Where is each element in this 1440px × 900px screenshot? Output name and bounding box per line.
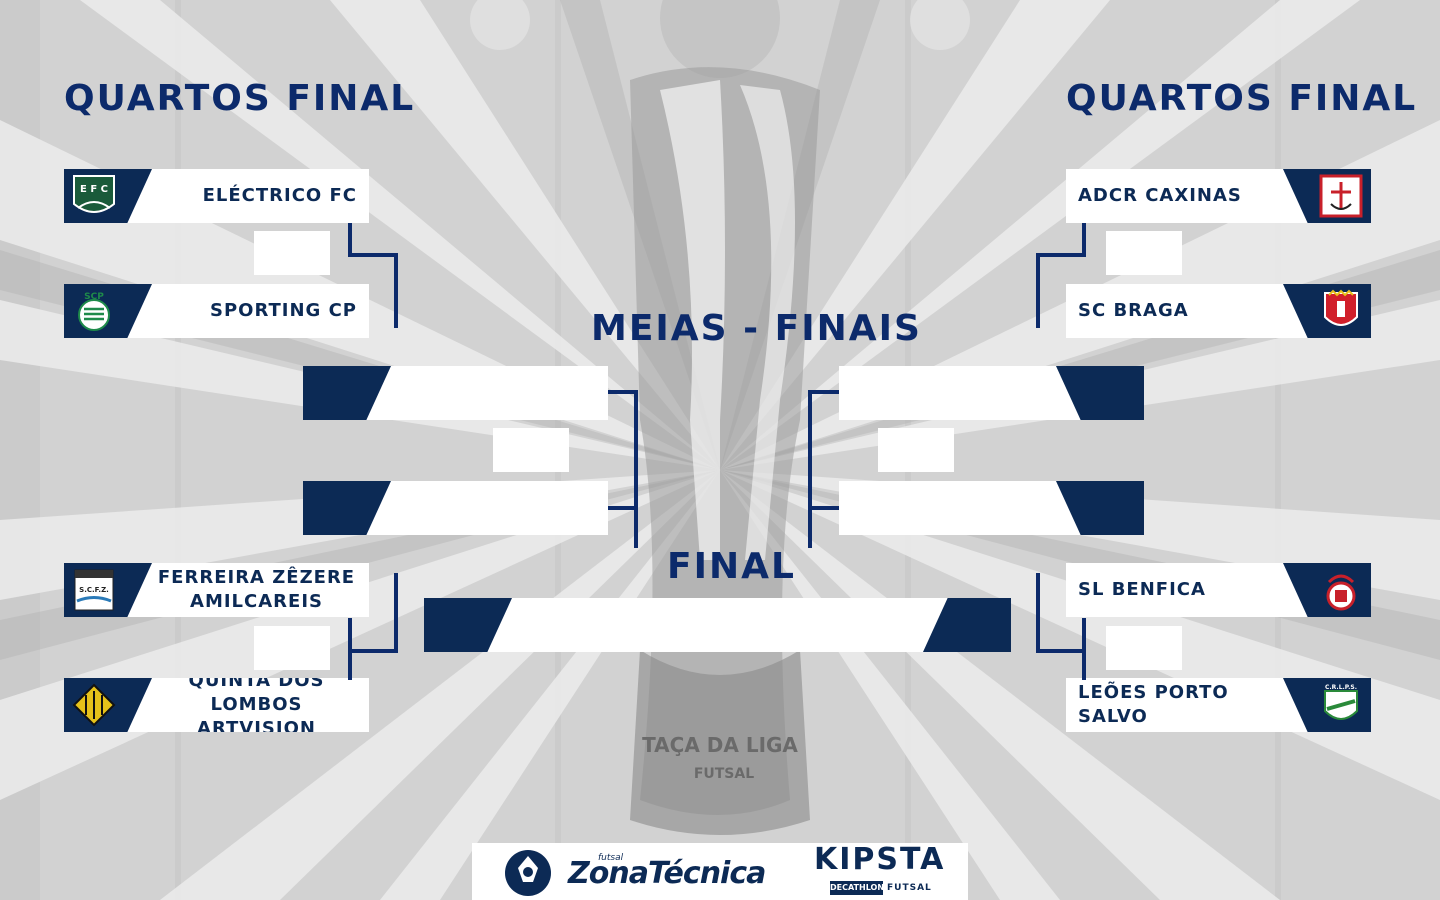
team-name: SL BENFICA [1078,579,1206,600]
semifinal-slot-left-top[interactable] [303,366,608,420]
semifinal-slot-left-bottom[interactable] [303,481,608,535]
heading-semifinals: MEIAS - FINAIS [591,308,922,349]
bracket-connector [348,618,352,680]
team-slot-ferreira-zezere[interactable]: S.C.F.Z. FERREIRA ZÊZERE AMILCAREIS [64,563,369,617]
ferreira-crest-icon: S.C.F.Z. [74,569,114,611]
team-name: FERREIRA ZÊZERE AMILCAREIS [156,563,357,617]
score-box[interactable] [1106,626,1182,670]
score-box[interactable] [1106,231,1182,275]
bracket-connector [1036,253,1040,328]
porto-salvo-crest-icon: C.R.L.P.S. [1324,684,1358,720]
bracket-connector [808,390,839,394]
team-name: SC BRAGA [1078,300,1189,321]
team-name: ADCR CAXINAS [1078,185,1242,206]
team-name: SPORTING CP [210,300,357,321]
bracket-connector [1036,253,1086,257]
bracket-connector [808,390,812,548]
bracket-connector [608,390,638,394]
kipsta-logo: KIPSTA [814,842,946,877]
braga-crest-icon [1324,289,1358,326]
team-slot-sporting-cp[interactable]: SCP SPORTING CP [64,284,369,338]
team-name: LEÕES PORTO SALVO [1078,682,1229,727]
bracket-connector [1082,223,1086,255]
score-box[interactable] [254,626,330,670]
crest-band [1056,481,1144,535]
svg-text:C.R.L.P.S.: C.R.L.P.S. [1325,684,1357,691]
decathlon-logo: DECATHLON [830,881,884,895]
semifinal-slot-right-bottom[interactable] [839,481,1144,535]
team-slot-electrico-fc[interactable]: E F C ELÉCTRICO FC [64,169,369,223]
team-name-line1: FERREIRA ZÊZERE [157,567,356,588]
trophy-image: TAÇA DA LIGA FUTSAL [630,67,820,835]
svg-text:E F C: E F C [80,184,108,195]
trophy-text-line1: TAÇA DA LIGA [642,733,798,757]
team-name-line2: ARTVISION [197,718,316,732]
team-name: QUINTA DOS LOMBOS ARTVISION [156,678,357,732]
bracket-connector [394,253,398,328]
trophy-text-line2: FUTSAL [694,766,754,782]
heading-final: FINAL [667,546,796,587]
crest-band [1056,366,1144,420]
bracket-connector [1082,618,1086,680]
crest-band [303,481,391,535]
bracket-connector [634,390,638,548]
final-slot[interactable] [424,598,1011,652]
heading-quarterfinal-left: QUARTOS FINAL [64,78,416,119]
svg-text:SCP: SCP [84,292,104,302]
team-name: ELÉCTRICO FC [202,185,357,206]
benfica-crest-icon [1326,574,1356,611]
semifinal-slot-right-top[interactable] [839,366,1144,420]
bracket-connector [348,253,398,257]
caxinas-crest-icon [1319,174,1363,218]
crest-band-right [923,598,1011,652]
zona-tecnica-logo: ZonaTécnica [568,856,766,891]
heading-quarterfinal-right: QUARTOS FINAL [1066,78,1418,119]
team-slot-sl-benfica[interactable]: SL BENFICA [1066,563,1371,617]
sponsor-bar [472,843,968,900]
bracket-connector [608,506,638,510]
zona-tecnica-tag: futsal [598,853,624,863]
score-box[interactable] [878,428,954,472]
bracket-connector [348,223,352,255]
kipsta-futsal-tag: FUTSAL [887,883,932,893]
svg-text:S.C.F.Z.: S.C.F.Z. [79,586,109,594]
team-slot-quinta-dos-lombos[interactable]: QUINTA DOS LOMBOS ARTVISION [64,678,369,732]
crest-band [303,366,391,420]
bracket-connector [1036,649,1086,653]
bracket-connector [394,573,398,653]
crest-band-left [424,598,512,652]
zona-tecnica-ball-icon [505,850,551,896]
score-box[interactable] [254,231,330,275]
team-name-line1: QUINTA DOS LOMBOS [188,678,325,715]
score-box[interactable] [493,428,569,472]
team-slot-adcr-caxinas[interactable]: ADCR CAXINAS [1066,169,1371,223]
sporting-crest-icon: SCP [78,292,110,331]
bracket-connector [808,506,839,510]
lombos-crest-icon [72,683,116,727]
bracket-connector [348,649,398,653]
bracket-connector [1036,573,1040,653]
team-name-line2: AMILCAREIS [190,591,323,612]
electrico-crest-icon: E F C [73,175,115,213]
team-slot-leoes-porto-salvo[interactable]: C.R.L.P.S. LEÕES PORTO SALVO [1066,678,1371,732]
team-slot-sc-braga[interactable]: SC BRAGA [1066,284,1371,338]
